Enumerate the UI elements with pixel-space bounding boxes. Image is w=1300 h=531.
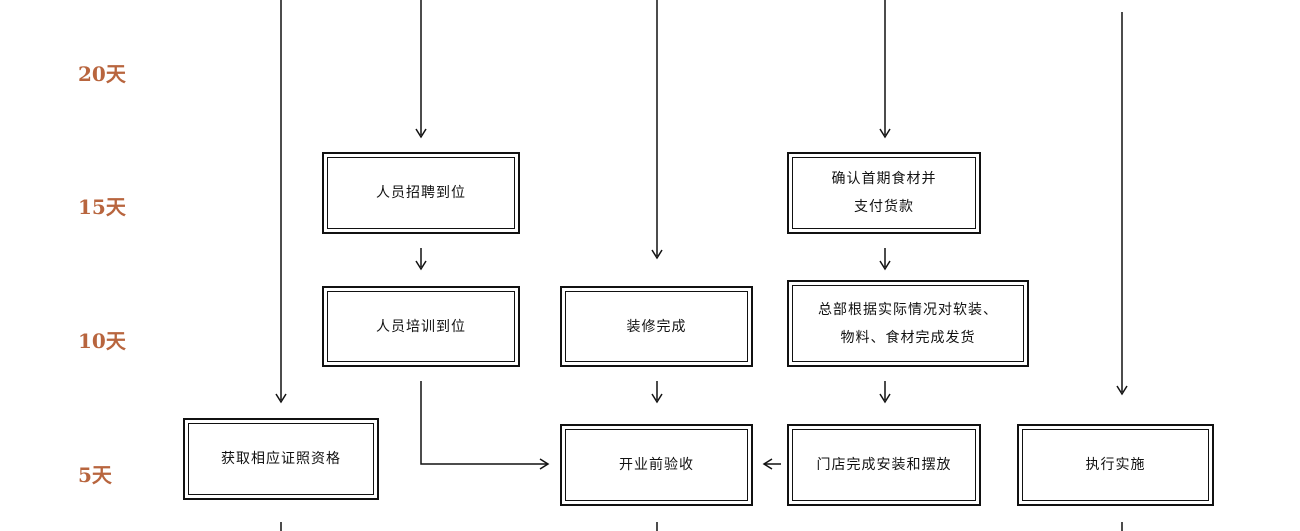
step-obtain-licenses: 获取相应证照资格 [183,418,379,500]
step-execute-label: 执行实施 [1085,457,1146,473]
step-hq-shipping: 总部根据实际情况对软装、 物料、食材完成发货 [787,280,1029,367]
arrowhead-check-top [651,393,663,404]
arrowhead-recruit [415,128,427,139]
step-staff-recruitment: 人员招聘到位 [322,152,520,234]
arrowhead-decoration [651,249,663,260]
arrowhead-ship [879,260,891,271]
step-store-installation-label: 门店完成安装和摆放 [816,457,952,473]
timeline-label-5-days: 5天 [78,463,112,487]
arrowhead-execute [1116,385,1128,396]
step-hq-shipping-label-line2: 物料、食材完成发货 [840,329,976,346]
step-pre-opening-inspection-label: 开业前验收 [619,457,694,473]
step-staff-training-label: 人员培训到位 [376,318,466,335]
step-hq-shipping-label-line1: 总部根据实际情况对软装、 [818,301,998,318]
step-pre-opening-inspection: 开业前验收 [560,424,753,506]
step-confirm-food-label-line2: 支付货款 [854,199,914,215]
arrowhead-confirm [879,128,891,139]
arrowhead-check-left [539,458,550,470]
connector-training-check [420,381,547,465]
timeline-label-20-days: 20天 [78,62,126,86]
step-decoration-complete-label: 装修完成 [626,318,687,335]
timeline-label-10-days: 10天 [78,329,126,353]
step-execute: 执行实施 [1017,424,1214,506]
step-confirm-food-payment: 确认首期食材并 支付货款 [787,152,981,234]
arrowhead-training [415,260,427,271]
timeline-label-15-days: 15天 [78,195,126,219]
step-decoration-complete: 装修完成 [560,286,753,367]
step-obtain-licenses-label: 获取相应证照资格 [221,451,341,467]
arrowhead-install [879,393,891,404]
step-staff-recruitment-label: 人员招聘到位 [376,185,466,201]
step-staff-training: 人员培训到位 [322,286,520,367]
step-confirm-food-label-line1: 确认首期食材并 [831,171,937,187]
step-store-installation: 门店完成安装和摆放 [787,424,981,506]
arrowhead-license [275,393,287,404]
arrowhead-check-right [762,458,773,470]
